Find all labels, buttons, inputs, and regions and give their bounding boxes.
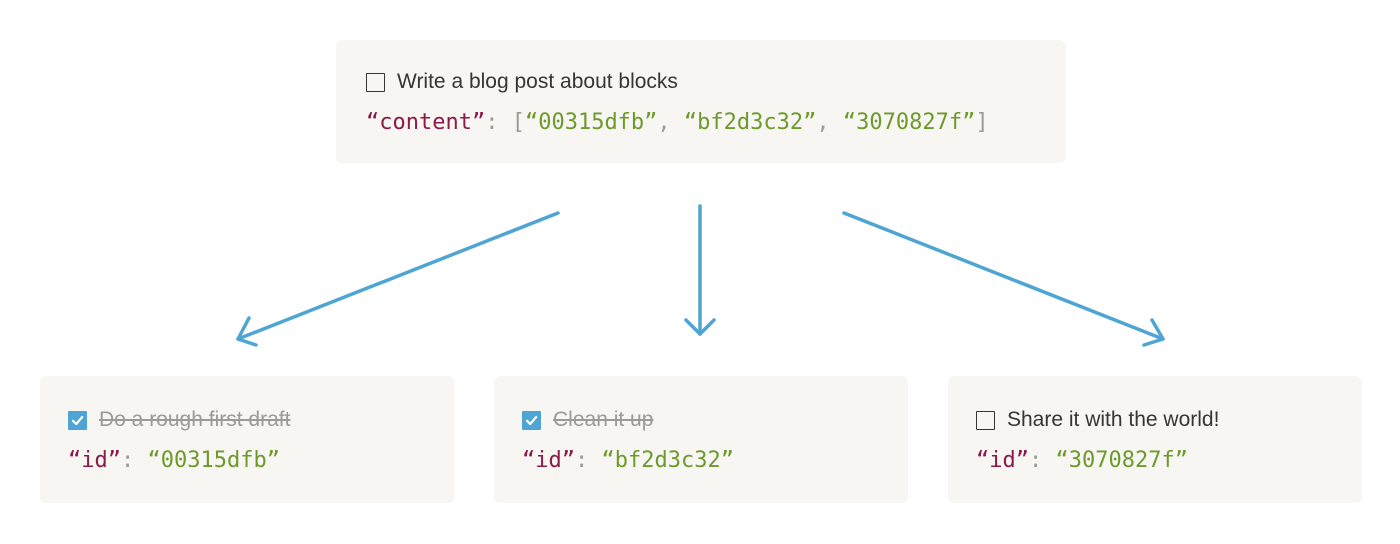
id-key: “id” [522, 448, 575, 473]
checkbox-empty-icon[interactable] [366, 72, 385, 92]
content-id-2: “3070827f” [842, 110, 976, 135]
child-block-card: Share it with the world! “id”: “3070827f… [948, 376, 1362, 503]
arrow-down-icon [842, 211, 1165, 347]
child-block-card: Do a rough first draft “id”: “00315dfb” [40, 376, 454, 503]
id-key: “id” [68, 448, 121, 473]
child-block-card: Clean it up “id”: “bf2d3c32” [494, 376, 908, 503]
id-key: “id” [976, 448, 1029, 473]
arrow-down-icon [236, 211, 560, 347]
arrow-down-icon [684, 204, 716, 336]
content-comma-0: , [657, 110, 671, 135]
content-colon: : [485, 110, 499, 135]
content-id-1: “bf2d3c32” [683, 110, 817, 135]
child-id-property: “id”: “00315dfb” [68, 446, 426, 476]
child-todo-row: Do a rough first draft [68, 406, 426, 434]
content-close-bracket: ] [975, 110, 989, 135]
child-todo-label: Clean it up [553, 408, 654, 431]
child-todo-row: Clean it up [522, 406, 880, 434]
checkbox-checked-icon[interactable] [522, 410, 541, 430]
child-todo-row: Share it with the world! [976, 406, 1334, 434]
id-colon: : [574, 448, 589, 473]
child-todo-label: Share it with the world! [1007, 408, 1220, 431]
id-colon: : [1028, 448, 1043, 473]
id-value: “00315dfb” [147, 448, 280, 473]
parent-content-property: “content”: [“00315dfb”, “bf2d3c32”, “307… [366, 108, 1036, 138]
content-id-0: “00315dfb” [524, 110, 658, 135]
id-value: “3070827f” [1055, 448, 1188, 473]
checkbox-checked-icon[interactable] [68, 410, 87, 430]
content-key: “content” [366, 110, 486, 135]
parent-block-card: Write a blog post about blocks “content”… [336, 40, 1066, 163]
child-id-property: “id”: “bf2d3c32” [522, 446, 880, 476]
checkbox-empty-icon[interactable] [976, 410, 995, 430]
child-todo-label: Do a rough first draft [99, 408, 291, 431]
parent-todo-label: Write a blog post about blocks [397, 70, 678, 93]
parent-todo-row: Write a blog post about blocks [366, 68, 1036, 96]
content-comma-1: , [816, 110, 830, 135]
id-colon: : [120, 448, 135, 473]
content-open-bracket: [ [511, 110, 525, 135]
child-id-property: “id”: “3070827f” [976, 446, 1334, 476]
id-value: “bf2d3c32” [601, 448, 734, 473]
